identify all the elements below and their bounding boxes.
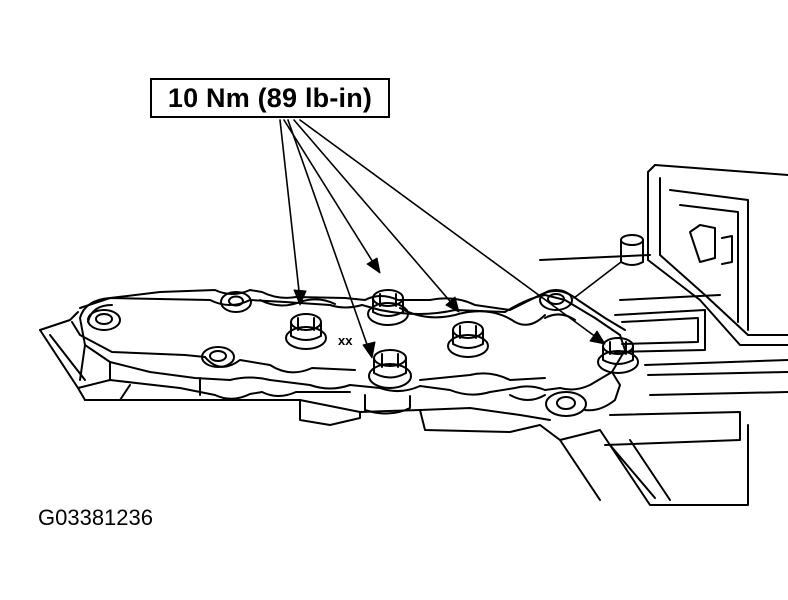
washer-hole-bottom-left <box>201 346 235 368</box>
bolt-4 <box>368 349 412 389</box>
arrowhead-bolt-5 <box>589 330 606 345</box>
arrowhead-bolt-2 <box>366 257 381 274</box>
part-mark: xx <box>338 333 353 348</box>
torque-label: 10 Nm (89 lb-in) <box>167 82 373 113</box>
arrowheads <box>293 257 606 359</box>
dowel-pin <box>573 234 644 299</box>
washer-hole-bottom-right <box>545 391 587 417</box>
cover-plate <box>79 294 626 396</box>
bolt-5 <box>597 337 639 374</box>
valve-body-casting <box>39 311 601 441</box>
arrowhead-bolt-4 <box>362 341 376 359</box>
washer-hole-left <box>87 309 121 331</box>
washer-hole-top-right <box>539 289 573 311</box>
washer-hole-top-left <box>220 291 252 313</box>
bolt-3 <box>447 321 489 358</box>
bolt-1 <box>285 313 327 350</box>
arrowhead-bolt-1 <box>293 289 307 306</box>
leader-lines <box>279 119 601 354</box>
transmission-housing <box>539 164 788 506</box>
torque-callout: 10 Nm (89 lb-in) <box>150 78 390 118</box>
figure-id: G03381236 <box>38 505 153 530</box>
bolt-2 <box>367 289 409 326</box>
arrowhead-bolt-3 <box>445 296 460 313</box>
